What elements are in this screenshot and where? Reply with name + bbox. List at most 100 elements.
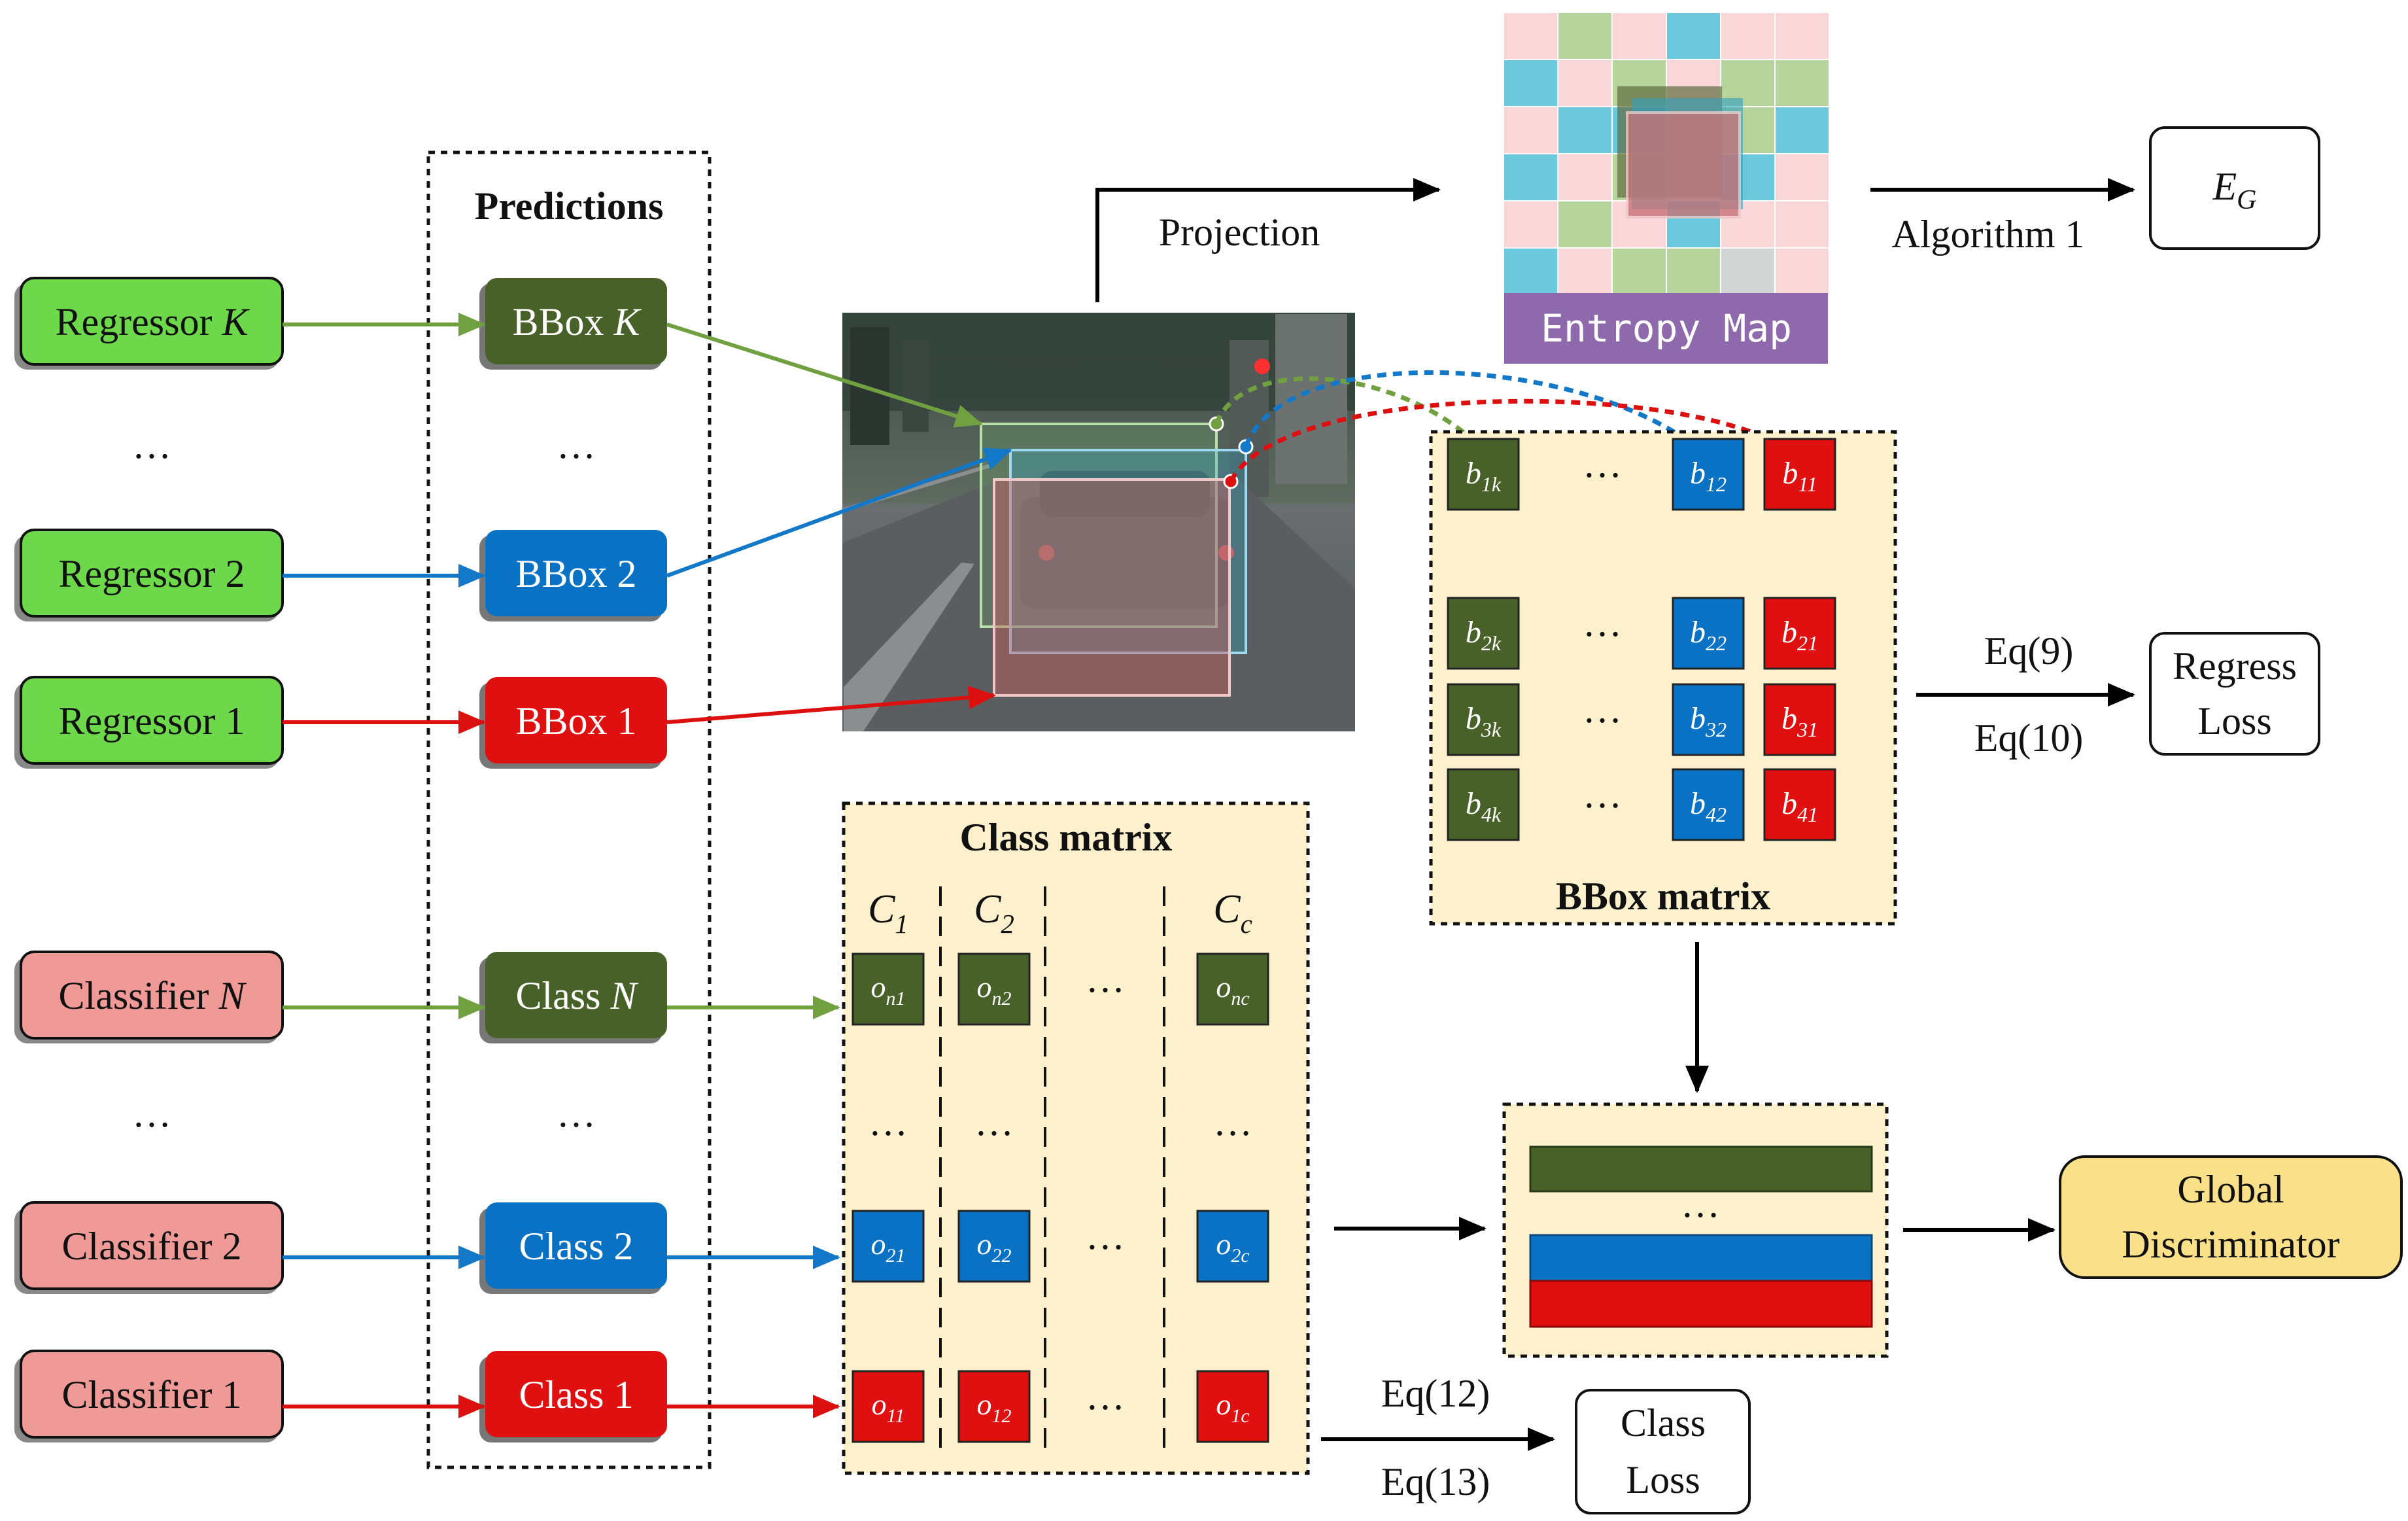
class-matrix-row-ellipsis: … [1086, 1214, 1125, 1257]
class-matrix-column-header: Cc [1213, 887, 1252, 939]
classifier-2: Classifier 2 [14, 1201, 284, 1294]
class-matrix-cell [851, 953, 925, 1026]
class-loss-line1: Class [1621, 1401, 1706, 1444]
classifier-ellipsis: … [132, 1092, 171, 1135]
bbox-matrix-cell-label: b12 [1690, 456, 1727, 496]
svg-text:Regressor 2: Regressor 2 [59, 552, 245, 595]
class-matrix-cell [851, 1210, 925, 1283]
bbox-matrix-cell [1447, 597, 1520, 670]
class-matrix-cell-label: o22 [977, 1227, 1012, 1267]
class-matrix-column-header: C2 [974, 887, 1014, 939]
regressor-1: Regressor 1 [14, 676, 284, 769]
entropy-map: Entropy Map [1504, 13, 1829, 364]
class-matrix-column-header: C1 [868, 887, 908, 939]
bbox-matrix-ellipsis: … [1583, 773, 1622, 816]
class-matrix-cell-label: o2c [1216, 1227, 1249, 1267]
entropy-tile [1776, 60, 1829, 106]
bbox-matrix-panel [1429, 430, 1897, 926]
entropy-tile [1504, 13, 1557, 59]
bbox-to-image-arrows [666, 323, 1012, 724]
regressor-2-label: Regressor 2 [59, 552, 245, 595]
class-loss-box [1575, 1389, 1751, 1514]
bbox-matrix-cell [1763, 683, 1836, 756]
eg-box [2149, 126, 2320, 250]
entropy-tile [1776, 107, 1829, 153]
bbox-1: BBox 1 [479, 677, 667, 769]
bbox-1-label: BBox 1 [515, 699, 636, 743]
class-n-label: Class [515, 974, 610, 1017]
entropy-tile [1558, 154, 1611, 200]
regress-loss-line2: Loss [2197, 699, 2271, 743]
classifier-n: Classifier N [14, 951, 284, 1043]
bbox-matrix-cell [1763, 597, 1836, 670]
entropy-tile [1558, 60, 1611, 106]
class-matrix-cell [1196, 953, 1269, 1026]
regressor-2: Regressor 2 [14, 529, 284, 621]
bbox-matrix-cell-label: b11 [1782, 456, 1817, 496]
entropy-tile [1776, 13, 1829, 59]
fusion-bar-blue [1529, 1234, 1873, 1282]
entropy-tile [1504, 249, 1557, 294]
classifier-n-label: Classifier [59, 974, 219, 1017]
bbox-k-label: BBox [512, 300, 613, 343]
class-matrix-cell-label: o1c [1216, 1388, 1249, 1427]
class-matrix-row-ellipsis: … [1086, 1374, 1125, 1418]
entropy-tile [1667, 249, 1720, 294]
class-matrix-column-ellipsis: … [974, 1100, 1014, 1144]
algorithm-label: Algorithm 1 [1892, 213, 2085, 256]
bbox-matrix-cell [1672, 438, 1745, 511]
class-matrix-cell [957, 1370, 1031, 1443]
class-1-label: Class 1 [519, 1373, 633, 1416]
class-matrix-dividers [939, 886, 1165, 1449]
entropy-tile [1776, 154, 1829, 200]
class-loss-line2: Loss [1626, 1458, 1700, 1501]
bbox-2: BBox 2 [479, 530, 667, 621]
bbox-matrix-cell-label: b31 [1781, 701, 1818, 741]
svg-text:BBox K: BBox K [512, 300, 642, 343]
projection-label: Projection [1159, 211, 1320, 254]
regress-loss-box [2149, 632, 2320, 756]
entropy-tile [1776, 249, 1829, 294]
bbox-matrix-ellipsis: … [1583, 442, 1622, 485]
class-eq-top: Eq(12) [1381, 1372, 1490, 1415]
regressor-k-label: Regressor [56, 300, 222, 343]
bbox-matrix-cell-label: b21 [1781, 615, 1818, 655]
entropy-map-banner [1504, 293, 1828, 364]
class-to-matrix-arrows [667, 996, 840, 1418]
class-matrix-cell-label: on2 [977, 970, 1012, 1009]
svg-text:Class 1: Class 1 [519, 1373, 633, 1416]
bbox-matrix-cell-label: b22 [1690, 615, 1727, 655]
classifier-1-label: Classifier 1 [62, 1373, 242, 1416]
svg-text:Classifier 1: Classifier 1 [62, 1373, 242, 1416]
bbox-matrix-title: BBox matrix [1556, 875, 1770, 918]
svg-text:Class N: Class N [515, 974, 638, 1017]
bbox-matrix-cell [1672, 768, 1745, 841]
class-matrix-cell-label: on1 [871, 970, 906, 1009]
entropy-tile [1504, 201, 1557, 247]
svg-text:BBox 1: BBox 1 [515, 699, 636, 743]
bbox-matrix-cell-label: b42 [1690, 786, 1727, 826]
global-discriminator-line2: Discriminator [2122, 1223, 2339, 1266]
predictions-panel [426, 150, 712, 1469]
class-matrix-cell-label: o12 [977, 1388, 1012, 1427]
bbox-matrix-ellipsis: … [1583, 688, 1622, 731]
entropy-tile [1504, 154, 1557, 200]
class-eq-bottom: Eq(13) [1381, 1460, 1490, 1503]
svg-text:Classifier N: Classifier N [59, 974, 247, 1017]
entropy-tile [1776, 201, 1829, 247]
classifier-2-label: Classifier 2 [62, 1225, 242, 1268]
entropy-tile [1558, 201, 1611, 247]
box-to-matrix-curves [1214, 370, 1797, 483]
class-matrix-column-ellipsis: … [1213, 1100, 1252, 1144]
classifier-1: Classifier 1 [14, 1350, 284, 1442]
global-discriminator-line1: Global [2177, 1168, 2284, 1211]
bbox-2-label: BBox 2 [515, 552, 636, 595]
bbox-matrix-cell-label: b2k [1466, 615, 1502, 655]
bbox-matrix-cell-label: b4k [1466, 786, 1502, 826]
bbox-ellipsis: … [557, 423, 596, 466]
svg-text:Regressor 1: Regressor 1 [59, 699, 245, 743]
entropy-tile [1504, 60, 1557, 106]
class-matrix-cell [1196, 1210, 1269, 1283]
